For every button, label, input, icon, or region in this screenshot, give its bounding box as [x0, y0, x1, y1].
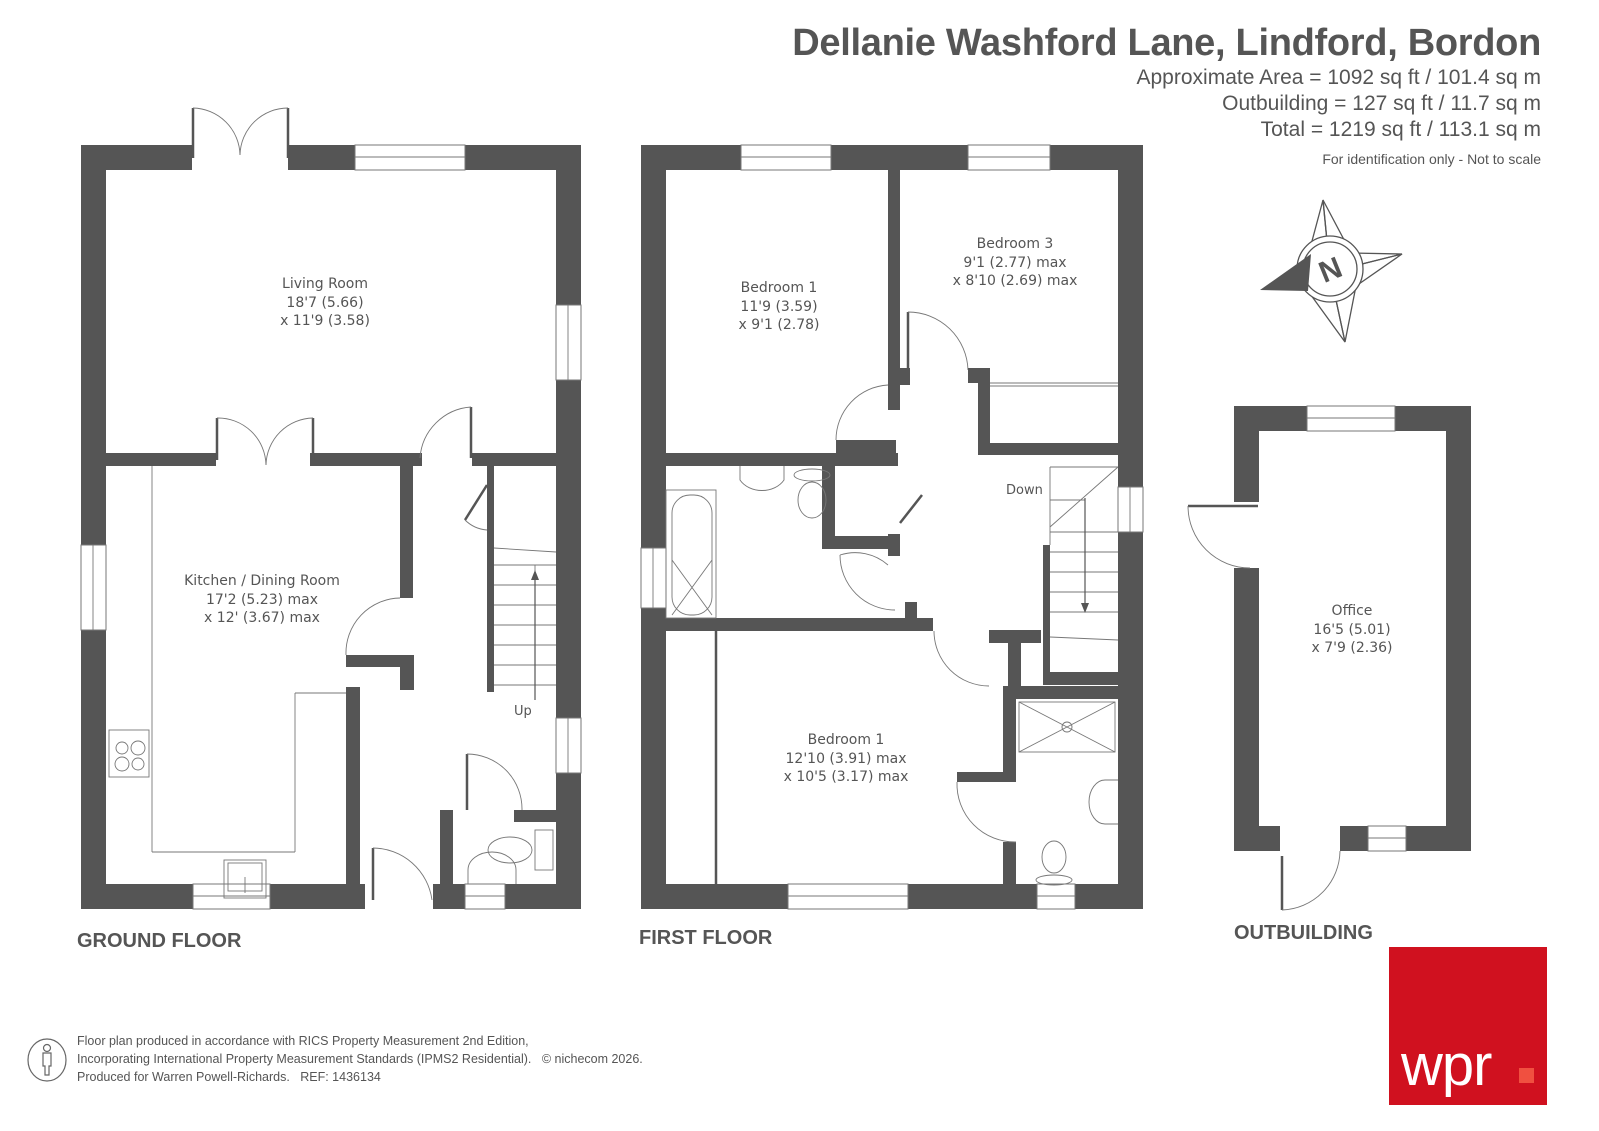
footer-line-2: Incorporating International Property Mea…: [77, 1050, 643, 1068]
approximate-area: Approximate Area = 1092 sq ft / 101.4 sq…: [1136, 66, 1542, 89]
ground-floor-plan: [80, 107, 582, 910]
footer-line-3: Produced for Warren Powell-Richards. REF…: [77, 1068, 643, 1086]
room-name: Living Room: [282, 276, 368, 292]
room-label-kitchen-dining: Kitchen / Dining Room 17'2 (5.23) max x …: [184, 572, 340, 628]
room-label-bedroom-3: Bedroom 3 9'1 (2.77) max x 8'10 (2.69) m…: [953, 235, 1078, 291]
outbuilding-area: Outbuilding = 127 sq ft / 11.7 sq m: [1222, 92, 1541, 115]
room-dimension: x 12' (3.67) max: [204, 610, 320, 626]
compass-north-icon: N: [1260, 199, 1403, 343]
room-name: Bedroom 3: [976, 236, 1054, 252]
room-label-office: Office 16'5 (5.01) x 7'9 (2.36): [1312, 602, 1393, 658]
person-scale-icon: [27, 1038, 67, 1082]
wpr-logo: wpr: [1389, 947, 1547, 1105]
footer-standards: Incorporating International Property Mea…: [77, 1052, 532, 1066]
room-dimension: x 10'5 (3.17) max: [783, 769, 909, 785]
room-dimension: x 7'9 (2.36): [1311, 640, 1393, 656]
ground-floor-label: GROUND FLOOR: [77, 930, 242, 952]
room-name: Office: [1331, 603, 1373, 619]
outbuilding-plan: [1187, 405, 1471, 911]
room-dimension: 18'7 (5.66): [286, 294, 364, 311]
footer-notes: Floor plan produced in accordance with R…: [77, 1032, 643, 1086]
room-dimension: 16'5 (5.01): [1313, 621, 1391, 638]
room-label-bedroom-1-front: Bedroom 1 12'10 (3.91) max x 10'5 (3.17)…: [784, 731, 909, 787]
stairs-up-label: Up: [514, 704, 532, 719]
disclaimer: For identification only - Not to scale: [1322, 151, 1541, 167]
room-dimension: 17'2 (5.23) max: [205, 591, 319, 608]
outbuilding-label: OUTBUILDING: [1234, 922, 1373, 944]
room-dimension: x 11'9 (3.58): [280, 313, 370, 329]
room-dimension: 11'9 (3.59): [740, 298, 818, 315]
first-floor-plan: [640, 144, 1144, 910]
stairs-down-label: Down: [1006, 483, 1043, 498]
first-floor-label: FIRST FLOOR: [639, 927, 773, 949]
room-dimension: 9'1 (2.77) max: [963, 254, 1067, 271]
room-name: Bedroom 1: [807, 732, 885, 748]
logo-dot: [1519, 1068, 1534, 1083]
room-name: Kitchen / Dining Room: [184, 573, 340, 589]
footer-line-1: Floor plan produced in accordance with R…: [77, 1034, 529, 1048]
room-label-living-room: Living Room 18'7 (5.66) x 11'9 (3.58): [280, 275, 370, 331]
footer-ref: REF: 1436134: [300, 1070, 381, 1084]
footer-produced-for: Produced for Warren Powell-Richards.: [77, 1070, 290, 1084]
room-dimension: x 8'10 (2.69) max: [952, 273, 1078, 289]
footer-copyright: © nichecom 2026.: [541, 1052, 643, 1066]
logo-text: wpr: [1401, 1033, 1492, 1098]
room-dimension: 12'10 (3.91) max: [785, 750, 907, 767]
total-area: Total = 1219 sq ft / 113.1 sq m: [1260, 118, 1541, 141]
property-title: Dellanie Washford Lane, Lindford, Bordon: [792, 22, 1541, 64]
room-name: Bedroom 1: [740, 280, 818, 296]
room-label-bedroom-1-rear: Bedroom 1 11'9 (3.59) x 9'1 (2.78): [739, 279, 820, 335]
room-dimension: x 9'1 (2.78): [738, 317, 820, 333]
